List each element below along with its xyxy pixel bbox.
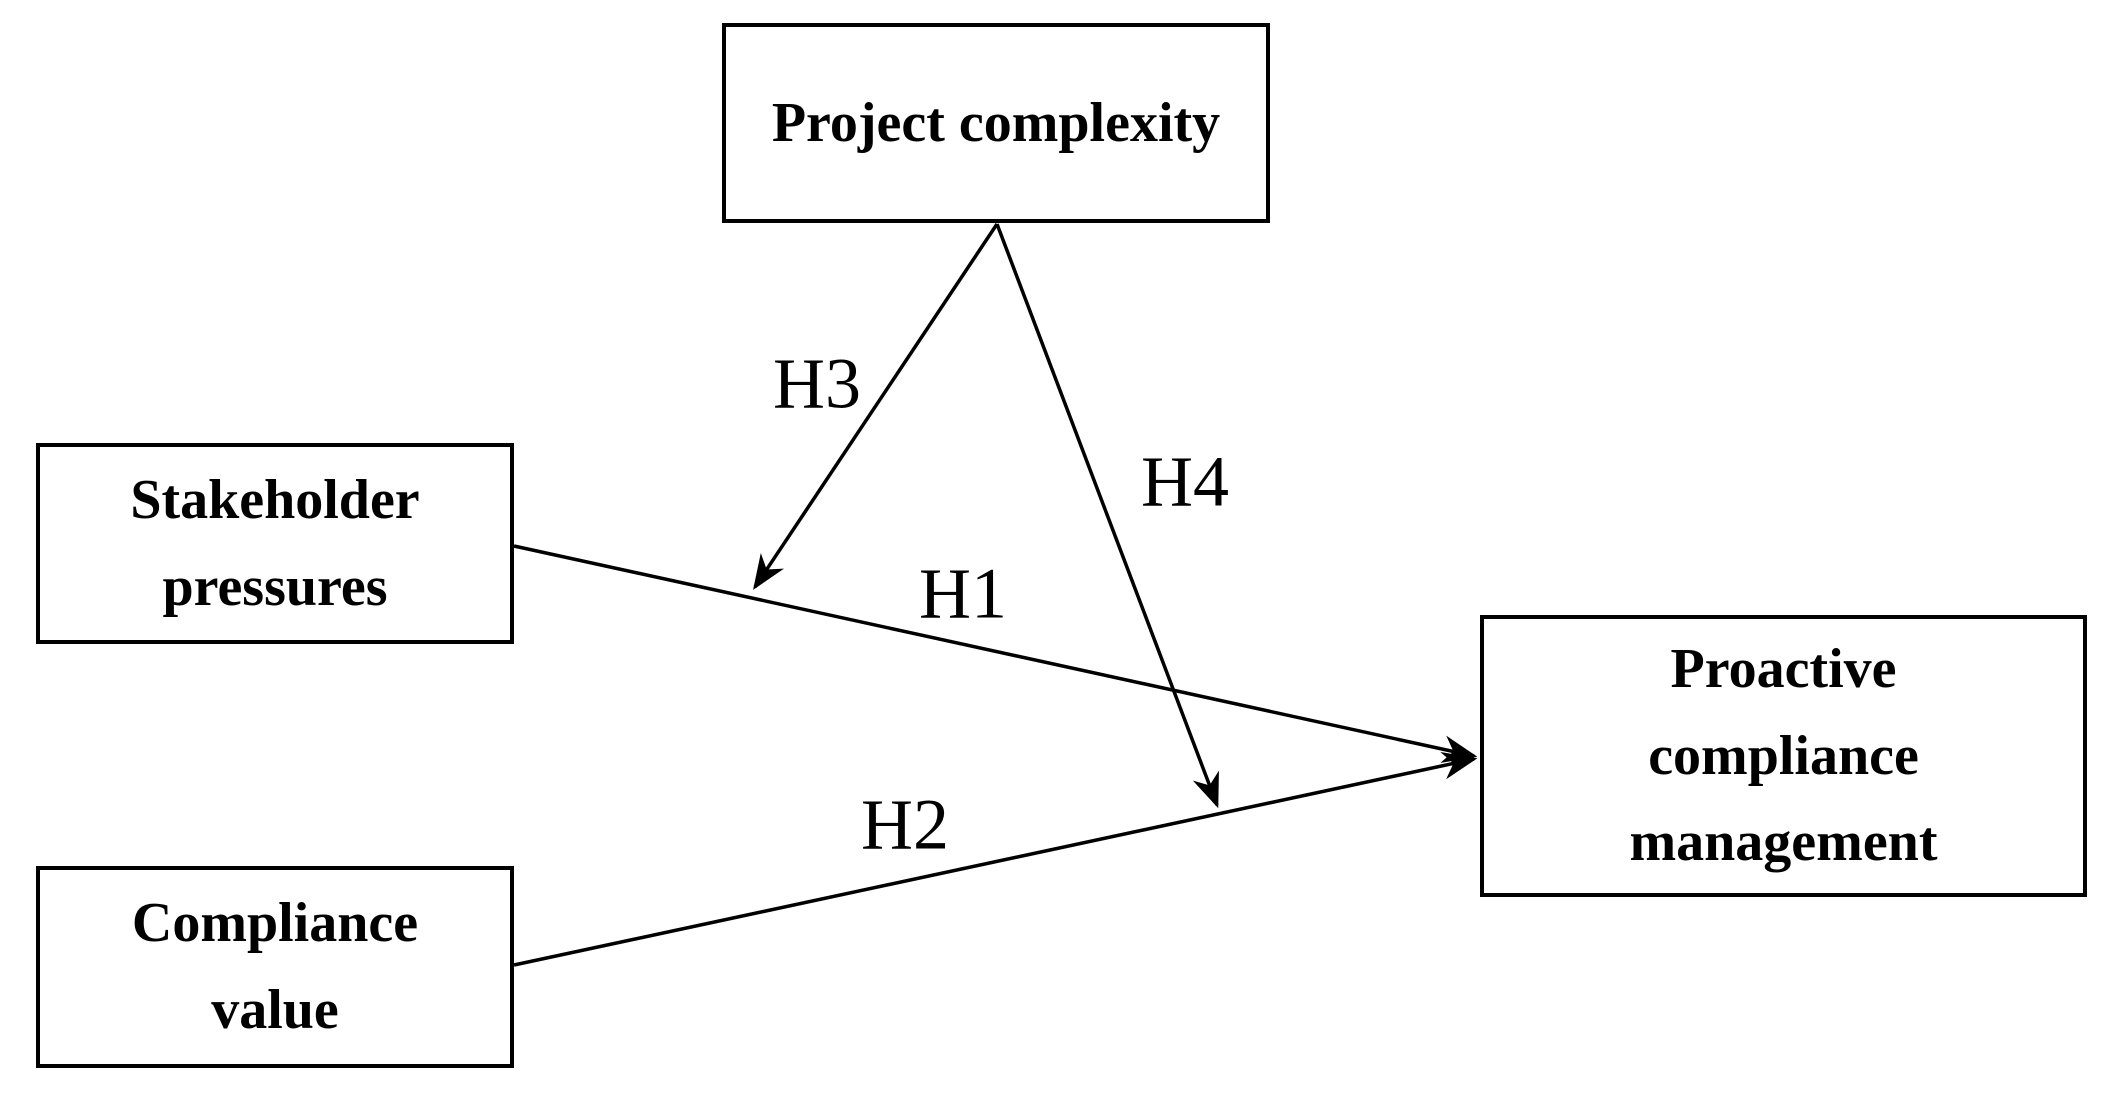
node-stakeholder-pressures-label: Stakeholder pressures	[130, 468, 420, 618]
node-project-complexity-label: Project complexity	[771, 91, 1221, 154]
edge-label-h4: H4	[1141, 441, 1229, 522]
edge-label-h1: H1	[919, 553, 1007, 634]
node-stakeholder-pressures: Stakeholder pressures	[36, 443, 514, 644]
edge-h4-arrow	[995, 223, 1219, 809]
edge-h1-arrow	[513, 544, 1478, 763]
node-project-complexity: Project complexity	[722, 23, 1270, 223]
node-proactive-compliance-management: Proactive compliance management	[1480, 615, 2087, 897]
node-compliance-value: Compliance value	[36, 866, 514, 1068]
edge-label-h3: H3	[773, 343, 861, 424]
edge-label-h2: H2	[861, 784, 949, 865]
node-compliance-value-label: Compliance value	[131, 892, 419, 1041]
edge-h3-arrow	[753, 223, 999, 590]
edge-h2-arrow	[513, 751, 1478, 967]
node-proactive-compliance-management-label: Proactive compliance management	[1629, 637, 1938, 874]
